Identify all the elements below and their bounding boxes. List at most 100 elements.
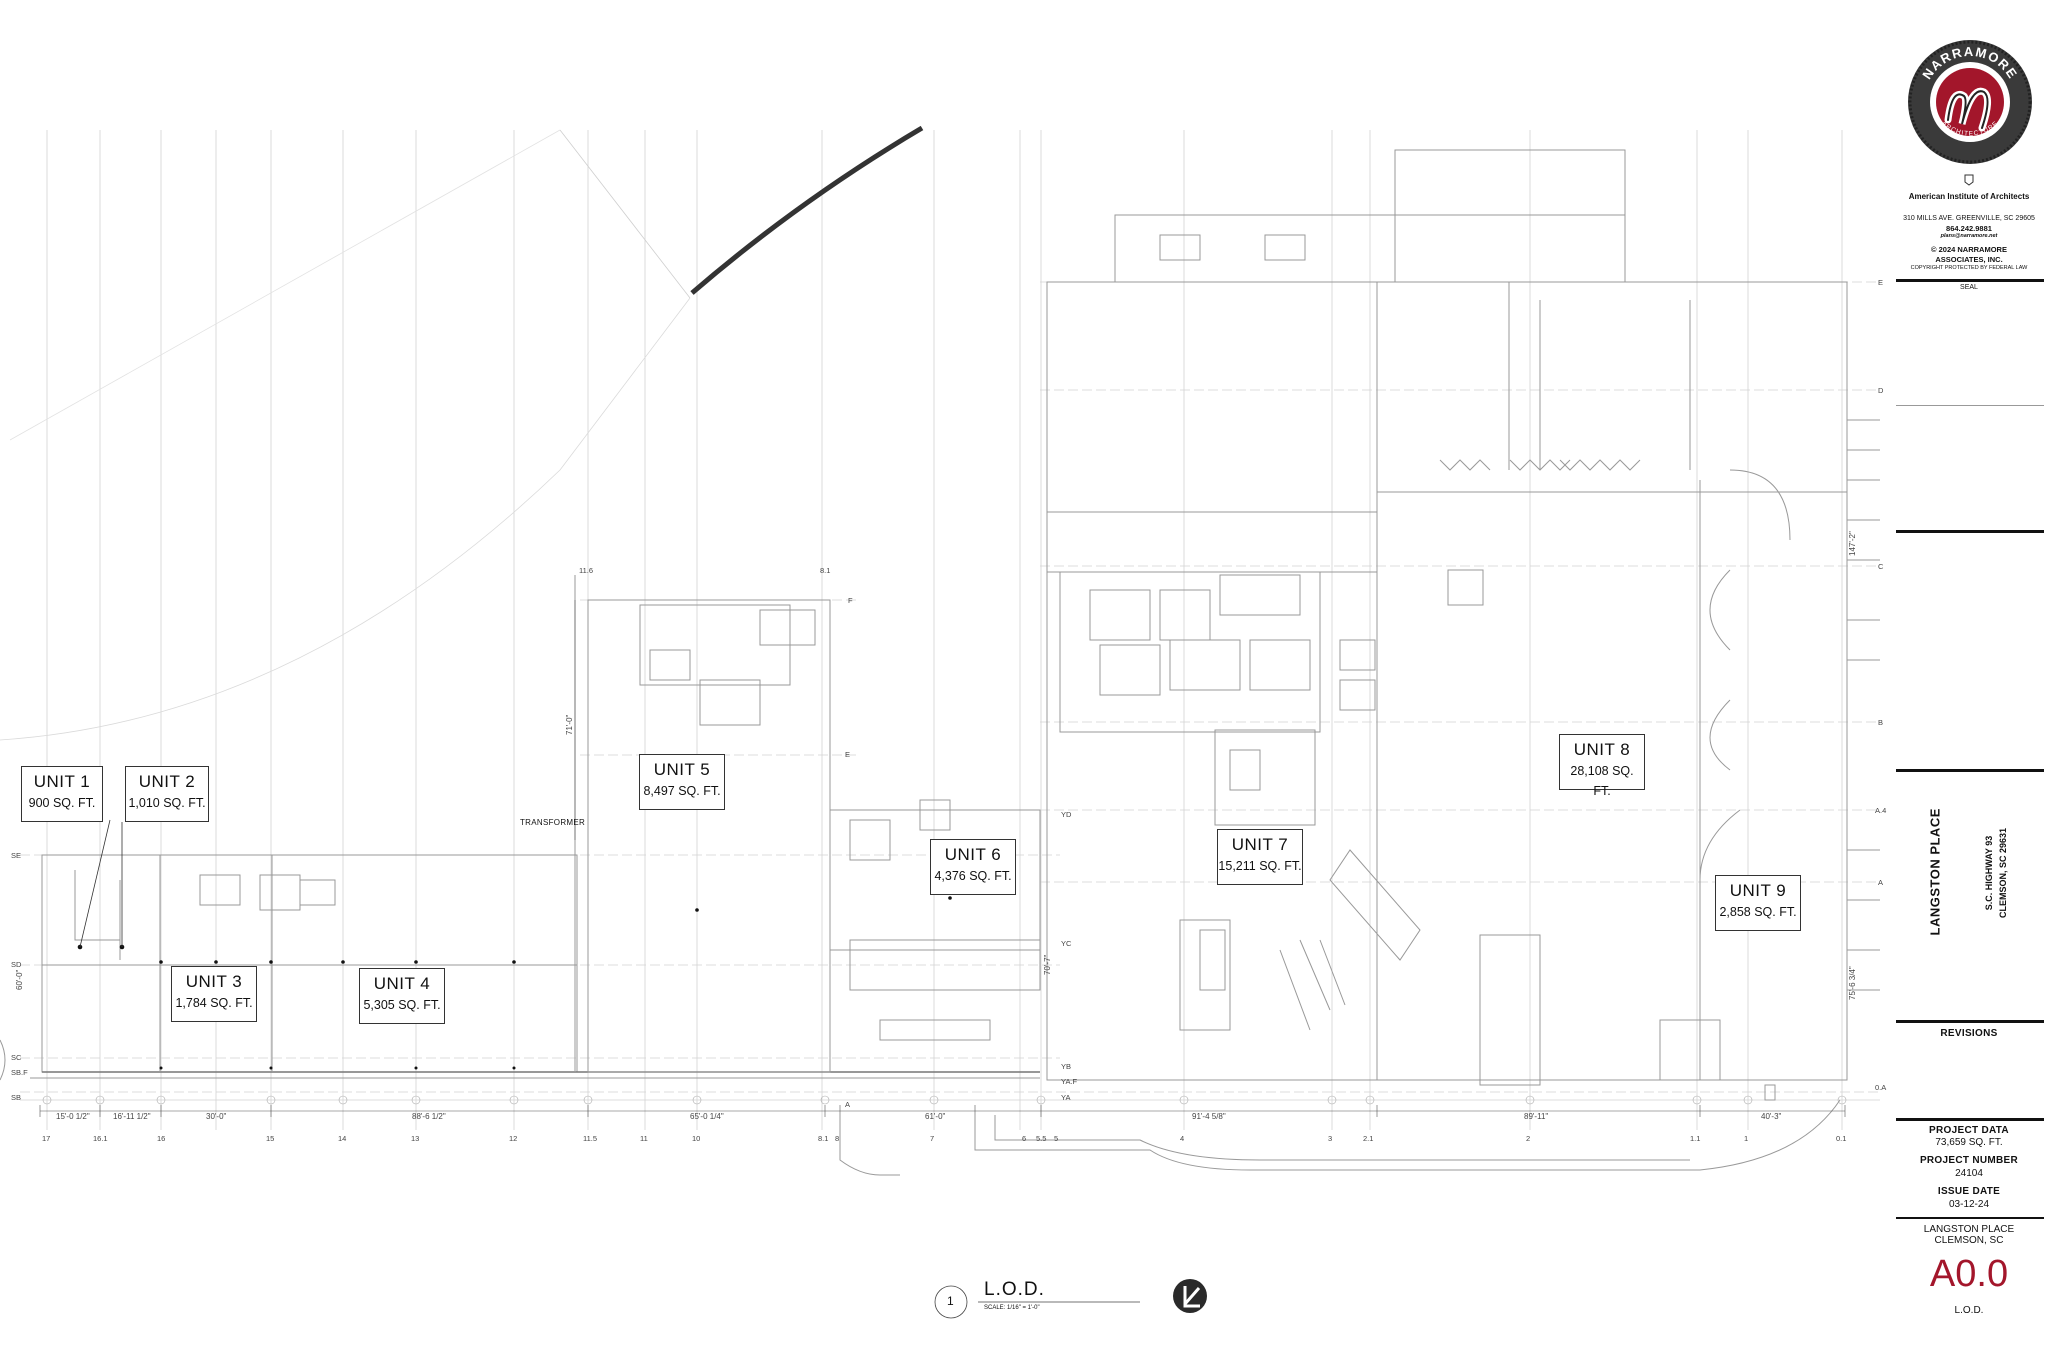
grid-label: F bbox=[848, 596, 853, 605]
title-block: NARRAMORE ARCHITECTURE American Institut… bbox=[1890, 0, 2048, 1365]
grid-label: D bbox=[1878, 386, 1884, 395]
project-number-label: PROJECT NUMBER bbox=[1919, 1155, 2019, 1166]
grid-label: 11 bbox=[640, 1134, 648, 1143]
footer-project-city: CLEMSON, SC bbox=[1934, 1235, 2004, 1246]
aia-label: American Institute of Architects bbox=[1908, 192, 2030, 201]
copyright-line-3: COPYRIGHT PROTECTED BY FEDERAL LAW bbox=[1910, 265, 2028, 271]
unit-4-label: UNIT 4 5,305 SQ. FT. bbox=[359, 968, 445, 1024]
grid-label: A bbox=[845, 1100, 851, 1109]
building-outlines bbox=[0, 149, 1880, 1176]
unit-area: 8,497 SQ. FT. bbox=[643, 784, 721, 798]
unit-area: 28,108 SQ. FT. bbox=[1570, 764, 1634, 798]
unit-5-label: UNIT 5 8,497 SQ. FT. bbox=[639, 754, 725, 810]
lod-arc bbox=[690, 125, 924, 295]
unit-7-label: UNIT 7 15,211 SQ. FT. bbox=[1217, 829, 1303, 885]
unit-name: UNIT 5 bbox=[653, 760, 711, 779]
grid-label: YD bbox=[1061, 810, 1072, 819]
unit-name: UNIT 6 bbox=[944, 845, 1002, 864]
grid-label: SB.F bbox=[11, 1068, 28, 1077]
sheet-title: L.O.D. bbox=[1954, 1305, 1984, 1316]
grid-label: E bbox=[1878, 278, 1884, 287]
project-number-value: 24104 bbox=[1955, 1168, 1983, 1179]
grid-label: SD bbox=[11, 960, 22, 969]
unit-8-label: UNIT 8 28,108 SQ. FT. bbox=[1559, 734, 1645, 798]
copyright-line-1: © 2024 NARRAMORE bbox=[1931, 245, 2007, 254]
unit-area: 2,858 SQ. FT. bbox=[1719, 905, 1797, 919]
grid-label: 0.A bbox=[1875, 1083, 1887, 1092]
grid-label: 6 bbox=[1022, 1134, 1027, 1143]
grid-label: 3 bbox=[1328, 1134, 1333, 1143]
grid-label: 10 bbox=[692, 1134, 701, 1143]
grid-label: 8.1 bbox=[820, 566, 831, 575]
issue-date-value: 03-12-24 bbox=[1948, 1199, 1990, 1210]
firm-phone: 864.242.9881 bbox=[1946, 224, 1992, 233]
grid-label: 8.1 bbox=[818, 1134, 829, 1143]
unit-name: UNIT 2 bbox=[138, 772, 196, 791]
narramore-logo: NARRAMORE ARCHITECTURE bbox=[1908, 40, 2032, 164]
seal-label: SEAL bbox=[1960, 284, 1978, 291]
sheet-number: A0.0 bbox=[1929, 1253, 2009, 1295]
grid-label: YA.F bbox=[1061, 1077, 1078, 1086]
dimension-vertical: 71'-0" bbox=[565, 714, 574, 735]
grid-label: 11.6 bbox=[579, 566, 594, 575]
grid-label: 4 bbox=[1180, 1134, 1185, 1143]
grid-label: E bbox=[845, 750, 851, 759]
grid-label: 14 bbox=[338, 1134, 347, 1143]
grid-label: YB bbox=[1061, 1062, 1072, 1071]
unit-area: 5,305 SQ. FT. bbox=[363, 998, 441, 1012]
unit-area: 900 SQ. FT. bbox=[28, 796, 96, 810]
grid-label: 1.1 bbox=[1690, 1134, 1701, 1143]
dimension: 30'-0" bbox=[206, 1112, 227, 1121]
unit-name: UNIT 4 bbox=[373, 974, 431, 993]
grid-label: 2 bbox=[1526, 1134, 1531, 1143]
dimension-vertical: 60'-0" bbox=[15, 969, 24, 990]
firm-email: plans@narramore.net bbox=[1940, 233, 1998, 239]
dimension: 91'-4 5/8" bbox=[1192, 1112, 1226, 1121]
unit-name: UNIT 3 bbox=[185, 972, 243, 991]
drawing-number: 1 bbox=[947, 1294, 954, 1308]
grid-label: 13 bbox=[411, 1134, 420, 1143]
dimension: 16'-11 1/2" bbox=[113, 1112, 151, 1121]
aia-emblem-icon bbox=[1964, 174, 1974, 186]
grid-label: 12 bbox=[509, 1134, 518, 1143]
grid-label: A.4 bbox=[1875, 806, 1887, 815]
project-name: LANGSTON PLACE bbox=[1927, 808, 1943, 936]
grid-label: 11.5 bbox=[583, 1134, 598, 1143]
project-address-1: S.C. HIGHWAY 93 bbox=[1984, 835, 1994, 911]
unit-1-label: UNIT 1 900 SQ. FT. bbox=[21, 766, 103, 822]
unit-area: 4,376 SQ. FT. bbox=[934, 869, 1012, 883]
grid-lines bbox=[20, 130, 1880, 1130]
unit-name: UNIT 8 bbox=[1573, 740, 1631, 759]
grid-label: 7 bbox=[930, 1134, 935, 1143]
dimension: 61'-0" bbox=[925, 1112, 946, 1121]
grid-label: 16.1 bbox=[93, 1134, 108, 1143]
dimension-vertical: 147'-2" bbox=[1848, 531, 1857, 556]
grid-label: A bbox=[1878, 878, 1884, 887]
project-data-label: PROJECT DATA bbox=[1929, 1125, 2009, 1136]
grid-label: YA bbox=[1061, 1093, 1071, 1102]
dimension-vertical: 75'-6 3/4" bbox=[1848, 966, 1857, 1000]
unit-area: 15,211 SQ. FT. bbox=[1218, 859, 1302, 873]
dimension: 15'-0 1/2" bbox=[56, 1112, 90, 1121]
dimension-string bbox=[39, 600, 1846, 1117]
unit-3-label: UNIT 3 1,784 SQ. FT. bbox=[171, 966, 257, 1022]
grid-label: SE bbox=[11, 851, 22, 860]
revisions-label: REVISIONS bbox=[1940, 1028, 1998, 1039]
unit-area: 1,784 SQ. FT. bbox=[175, 996, 253, 1010]
survey-points bbox=[77, 756, 952, 1070]
drawing-scale: SCALE: 1/16" = 1'-0" bbox=[984, 1305, 1040, 1311]
footer-project-name: LANGSTON PLACE bbox=[1923, 1224, 2015, 1235]
dimension: 65'-0 1/4" bbox=[690, 1112, 724, 1121]
dimension-vertical: 70'-7" bbox=[1043, 954, 1052, 975]
grid-label: 17 bbox=[42, 1134, 51, 1143]
firm-address: 310 MILLS AVE. GREENVILLE, SC 29605 bbox=[1903, 215, 2035, 222]
unit-2-label: UNIT 2 1,010 SQ. FT. bbox=[125, 766, 209, 822]
unit-name: UNIT 9 bbox=[1729, 881, 1787, 900]
grid-label: 2.1 bbox=[1363, 1134, 1374, 1143]
grid-label: 5.5 bbox=[1036, 1134, 1047, 1143]
grid-label: 1 bbox=[1744, 1134, 1749, 1143]
dimension: 40'-3" bbox=[1761, 1112, 1782, 1121]
grid-label: 0.1 bbox=[1836, 1134, 1847, 1143]
unit-6-label: UNIT 6 4,376 SQ. FT. bbox=[930, 839, 1016, 895]
project-address-2: CLEMSON, SC 29631 bbox=[1998, 827, 2008, 919]
